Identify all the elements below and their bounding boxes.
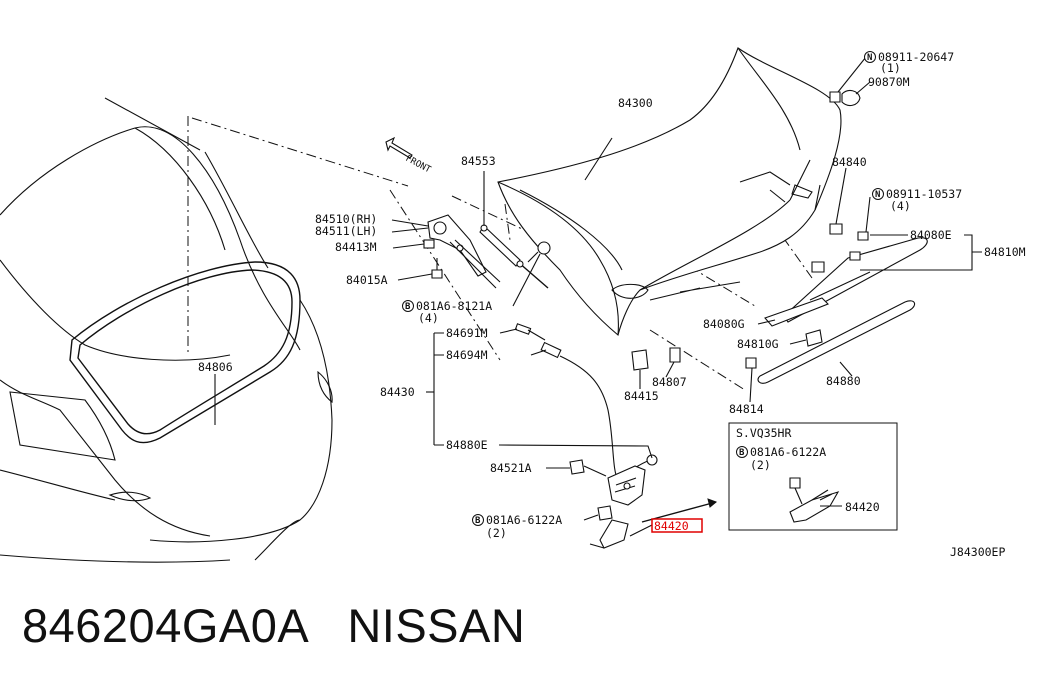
- bolt-84521a: [569, 459, 607, 477]
- label-84840: 84840: [832, 155, 867, 169]
- highlight-box: [651, 518, 703, 533]
- caption-part-number: 846204GA0A: [22, 599, 307, 652]
- label-08911-10537: 08911-10537: [886, 187, 962, 201]
- label-84806: 84806: [198, 360, 233, 374]
- label-08911-20647-qty: (1): [880, 61, 901, 75]
- label-081a6-8121a-qty: (4): [418, 311, 439, 325]
- label-84080e: 84080E: [910, 228, 952, 242]
- label-08911-20647: 08911-20647: [878, 50, 954, 64]
- label-84880e: 84880E: [446, 438, 488, 452]
- label-84521a: 84521A: [490, 461, 532, 475]
- label-84810g: 84810G: [737, 337, 779, 351]
- gas-strut: [479, 224, 549, 289]
- part-caption: 846204GA0A NISSAN: [22, 598, 525, 653]
- trunk-hinge: [427, 214, 501, 289]
- car-body-outline: [0, 97, 333, 563]
- bolt-6122a: [597, 505, 613, 521]
- nut-symbol-20647: N: [867, 53, 872, 63]
- label-081a6-6122a: 081A6-6122A: [486, 513, 562, 527]
- diagram-code: J84300EP: [950, 545, 1005, 559]
- label-84413m: 84413M: [335, 240, 377, 254]
- part-labels: 84300 84553 84510(RH) 84511(LH) 84413M 8…: [198, 50, 1026, 559]
- front-label: FRONT: [404, 154, 433, 176]
- label-08911-10537-qty: (4): [890, 199, 911, 213]
- label-84511: 84511(LH): [315, 224, 377, 238]
- nut-and-bumper: [829, 89, 861, 107]
- label-84553: 84553: [461, 154, 496, 168]
- label-84080g: 84080G: [703, 317, 745, 331]
- label-84015a: 84015A: [346, 273, 388, 287]
- inset-qty: (2): [750, 458, 771, 472]
- label-84430: 84430: [380, 385, 415, 399]
- label-84807: 84807: [652, 375, 687, 389]
- label-84814: 84814: [729, 402, 764, 416]
- trunk-lock: [589, 465, 646, 549]
- label-84691m: 84691M: [446, 326, 488, 340]
- label-84694m: 84694M: [446, 348, 488, 362]
- bolt-84015a: [431, 258, 443, 279]
- nut-symbol-10537: N: [875, 190, 880, 200]
- label-90870m: 90870M: [868, 75, 910, 89]
- caption-brand: NISSAN: [347, 599, 526, 652]
- clips: [745, 223, 869, 369]
- inset-title: S.VQ35HR: [736, 426, 791, 440]
- bolt-symbol-6122: B: [475, 516, 481, 526]
- label-84300: 84300: [618, 96, 653, 110]
- label-84415: 84415: [624, 389, 659, 403]
- label-84810m: 84810M: [984, 245, 1026, 259]
- label-84510: 84510(RH): [315, 212, 377, 226]
- switch-84415: [631, 349, 649, 371]
- trunk-lid: [497, 47, 842, 336]
- inset-part-label: 84420: [845, 500, 880, 514]
- bolt-symbol-8121: B: [405, 302, 411, 312]
- front-arrow: FRONT: [385, 136, 433, 176]
- inset-part-ref: 081A6-6122A: [750, 445, 826, 459]
- leader-lines: [214, 56, 982, 537]
- inset-box: S.VQ35HR B 081A6-6122A (2) 84420: [728, 422, 898, 531]
- bolt-84413m: [423, 239, 435, 249]
- label-081a6-8121a: 081A6-8121A: [416, 299, 492, 313]
- trunk-finisher: [757, 237, 928, 384]
- inset-bolt-symbol: B: [739, 448, 745, 458]
- label-84420: 84420: [654, 519, 689, 533]
- label-081a6-6122a-qty: (2): [486, 526, 507, 540]
- bumper-84807: [669, 347, 681, 363]
- stud-cover: [527, 241, 551, 263]
- label-84880: 84880: [826, 374, 861, 388]
